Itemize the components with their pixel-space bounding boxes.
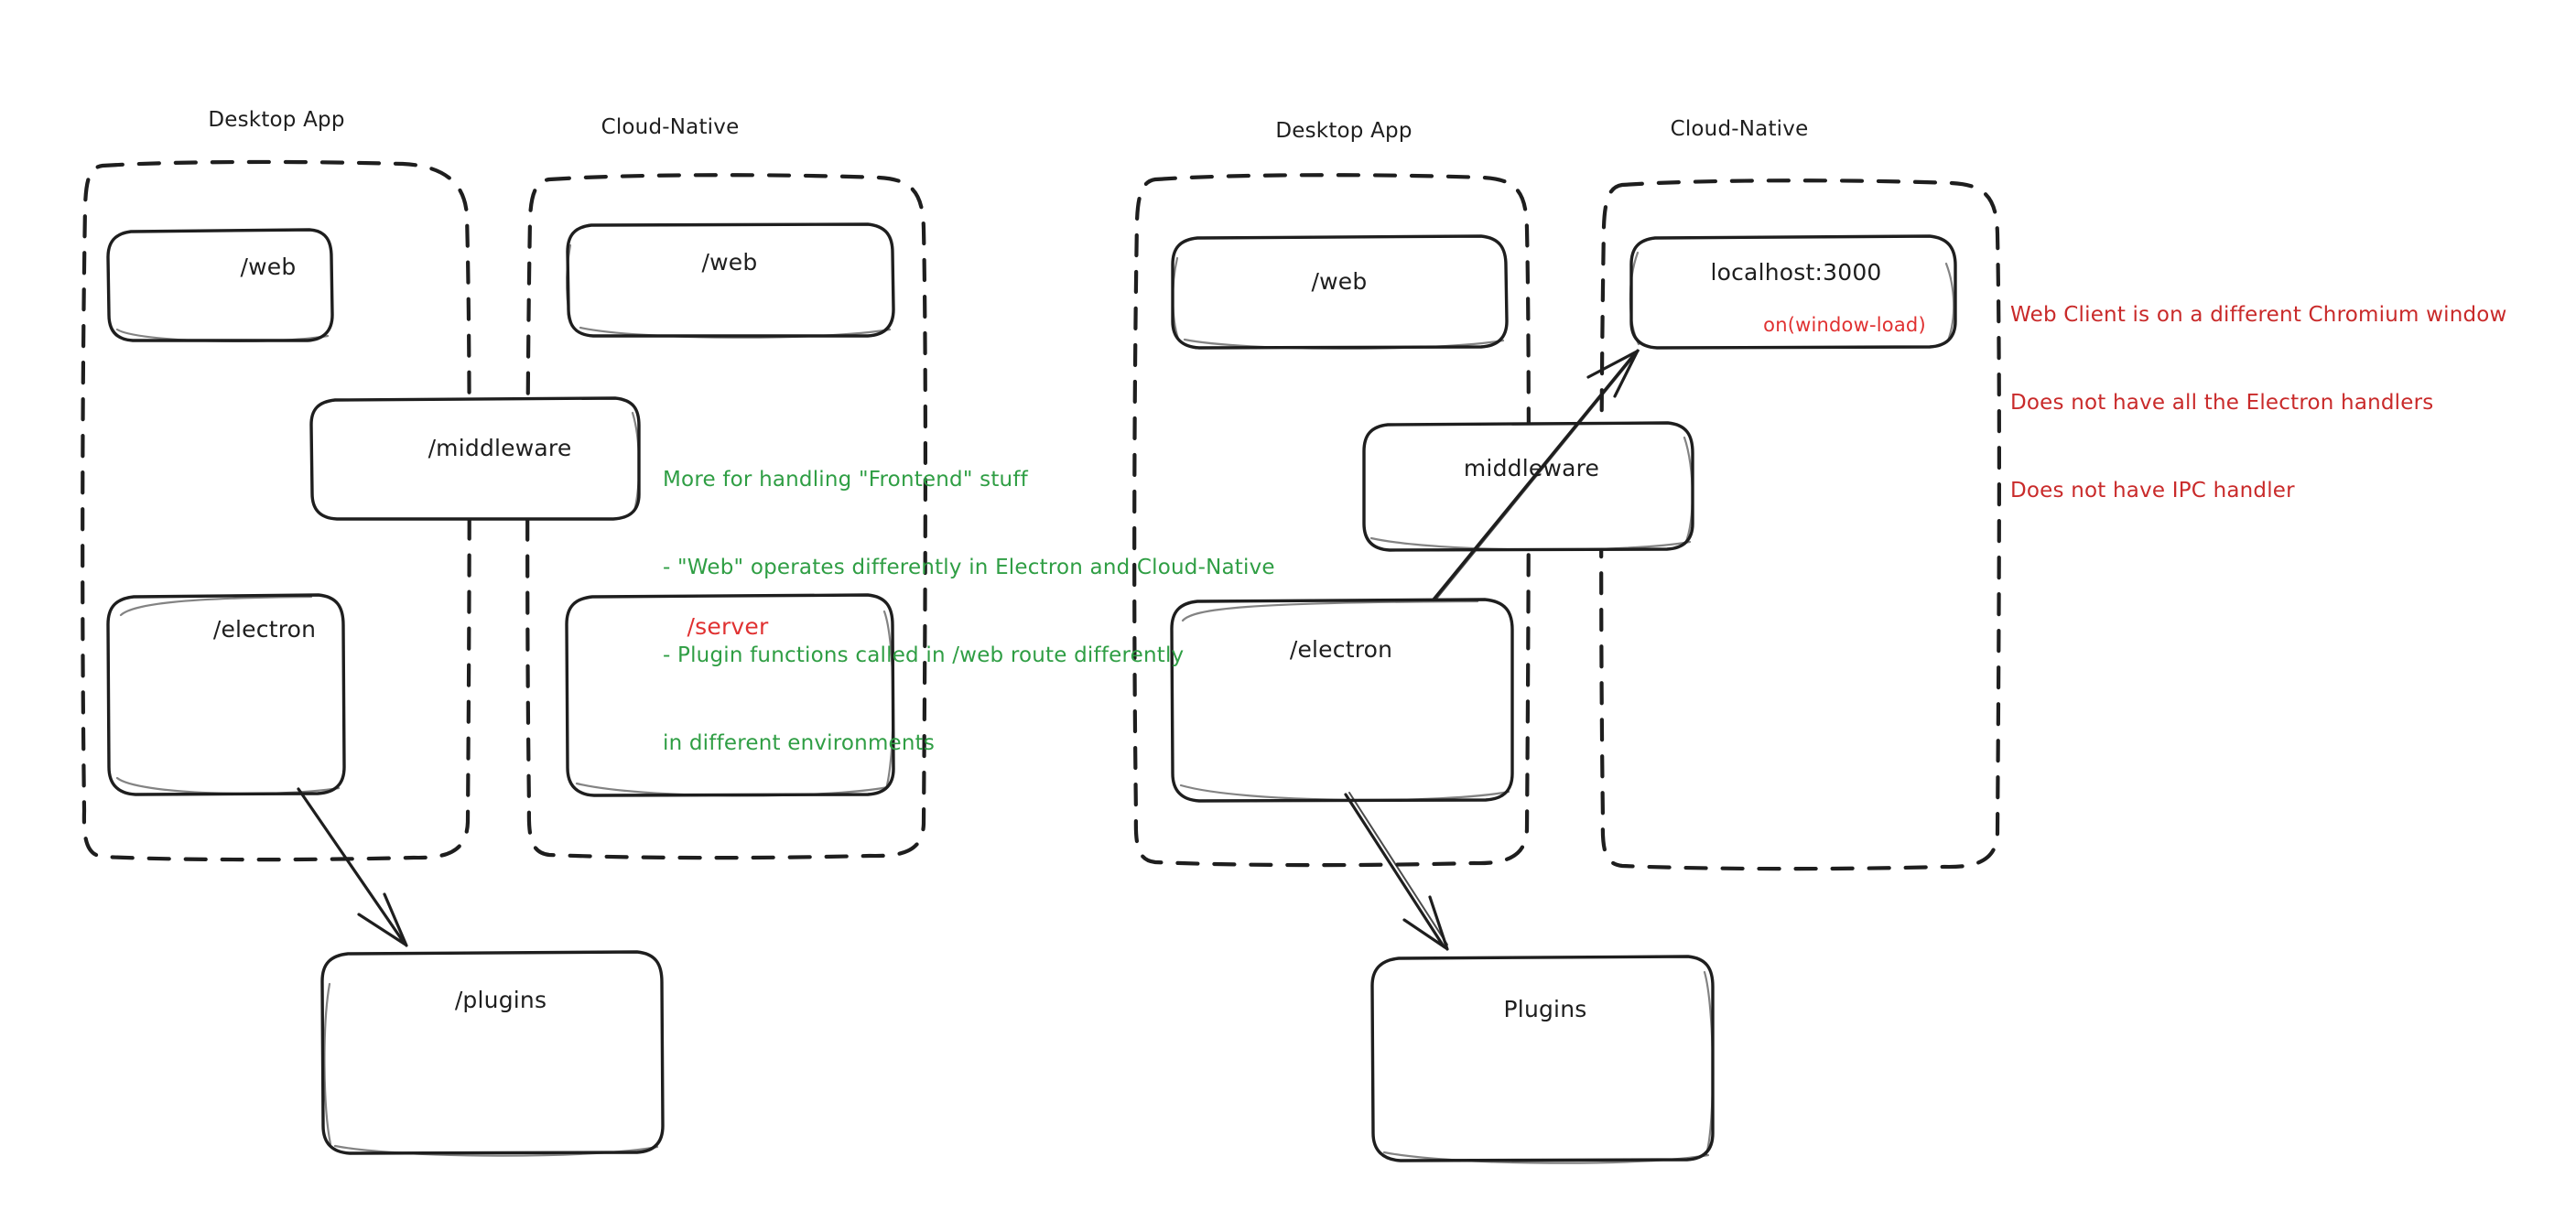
node-right-plugins-sketchline2	[1382, 1151, 1710, 1164]
node-right-plugins-sketchline	[1703, 970, 1715, 1156]
right-diagram	[1132, 173, 2001, 1164]
node-left-cloud-web[interactable]	[566, 222, 895, 338]
group-boundary-left-desktop-app	[81, 159, 471, 862]
node-left-plugins-sketchline	[323, 982, 332, 1146]
node-left-middleware[interactable]	[309, 396, 641, 521]
arrow-right-electron-to-localhost-tail	[1436, 350, 1640, 599]
node-right-plugins[interactable]	[1370, 955, 1715, 1162]
node-right-electron-sketchline	[1181, 600, 1479, 622]
node-left-server-sketchline	[882, 610, 894, 791]
left-diagram	[81, 159, 927, 1157]
arrow-right-electron-to-localhost-head-b	[1613, 349, 1640, 398]
node-left-desktop-web[interactable]	[106, 228, 334, 342]
arrow-right-electron-to-localhost-shaft	[1432, 351, 1638, 601]
arrow-right-electron-to-plugins-shaft2	[1348, 792, 1448, 946]
node-left-desktop-web-sketchline	[115, 328, 330, 342]
node-left-cloud-web-sketchline2	[579, 326, 892, 339]
arrow-left-electron-to-plugins-head-a	[357, 913, 407, 946]
node-right-middleware-sketchline	[1683, 436, 1694, 546]
arrow-right-electron-to-plugins-head-b	[1428, 895, 1449, 951]
arrow-right-electron-to-localhost-head-a	[1586, 350, 1639, 379]
group-boundary-right-desktop-app	[1132, 173, 1531, 868]
node-left-server-sketchline2	[575, 782, 890, 797]
node-right-desktop-web[interactable]	[1171, 234, 1509, 350]
node-right-electron[interactable]	[1170, 598, 1514, 803]
arrow-right-electron-to-plugins-shaft	[1344, 793, 1445, 948]
node-right-localhost-sketchline2	[1944, 262, 1955, 342]
node-right-middleware-sketchline2	[1369, 536, 1692, 551]
arrow-left-electron-to-plugins-head-b	[383, 892, 408, 947]
arrow-right-electron-to-plugins-head-a	[1402, 918, 1448, 950]
node-left-electron[interactable]	[106, 593, 346, 796]
node-left-electron-sketchline	[119, 595, 313, 617]
node-left-electron-sketchline2	[115, 776, 341, 795]
node-right-localhost[interactable]	[1629, 234, 1957, 350]
node-right-localhost-sketchline	[1629, 251, 1640, 346]
node-left-plugins-sketchline2	[333, 1144, 659, 1157]
node-left-middleware-sketchline	[631, 411, 641, 513]
node-right-electron-sketchline2	[1179, 784, 1510, 802]
node-left-plugins[interactable]	[320, 950, 665, 1155]
node-left-cloud-web-sketchline	[565, 243, 574, 328]
node-right-desktop-web-sketchline2	[1183, 338, 1505, 350]
arrow-left-electron-to-plugins-shaft	[297, 787, 406, 946]
node-right-desktop-web-sketchline	[1172, 256, 1180, 340]
node-left-server[interactable]	[565, 593, 895, 797]
